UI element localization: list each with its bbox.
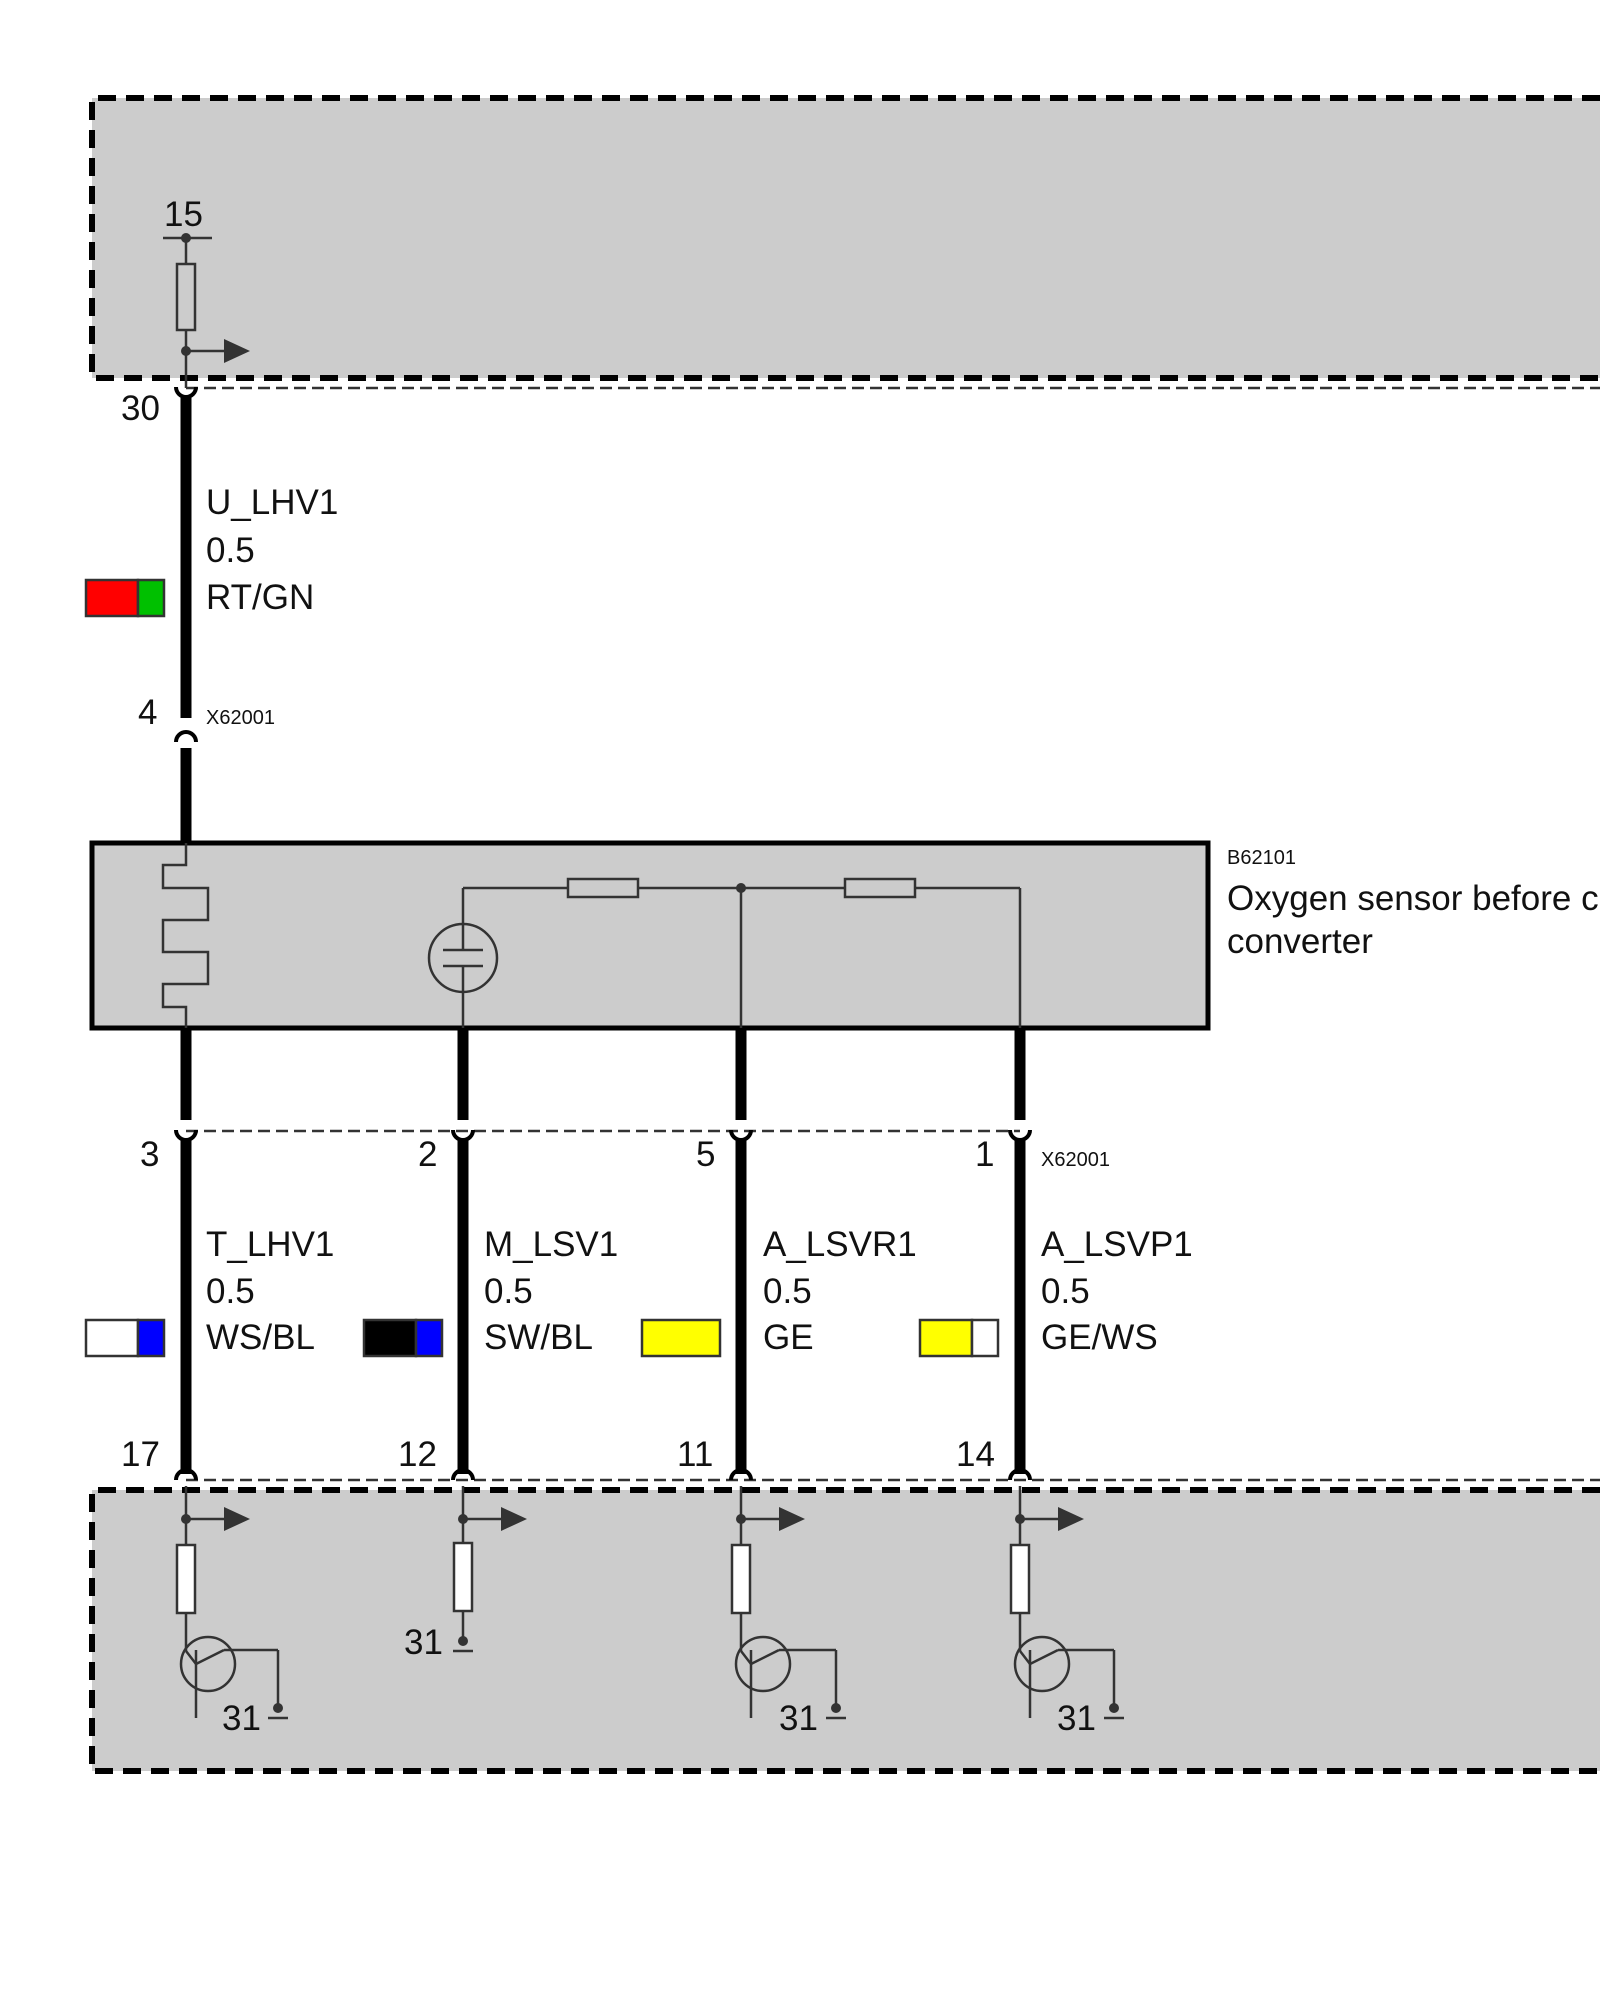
sensor-name-line2: converter [1227, 922, 1373, 961]
wire-t-lhv1-color-swatch [84, 1318, 166, 1358]
heater-element [161, 843, 210, 1028]
wire-a-lsvr1-size: 0.5 [763, 1272, 812, 1311]
pin-30-label: 30 [121, 389, 160, 428]
input-stage-pin-17 [175, 1486, 288, 1720]
bottom-control-module [92, 1490, 1600, 1771]
pin-17-label: 17 [121, 1435, 160, 1474]
wire-u-lhv1-color-swatch [84, 578, 166, 618]
pin-4-label: 4 [138, 693, 157, 732]
wire-u-lhv1-signal: U_LHV1 [206, 483, 338, 522]
top-module-internal-circuit [163, 233, 250, 388]
wire-m-lsv1-size: 0.5 [484, 1272, 533, 1311]
wire-a-lsvp1-size: 0.5 [1041, 1272, 1090, 1311]
pin-14-label: 14 [956, 1435, 995, 1474]
wire-t-lhv1-size: 0.5 [206, 1272, 255, 1311]
input-stage-pin-14 [1009, 1486, 1124, 1720]
lower-wires [180, 1138, 1026, 1474]
connector-x62001-upper-label: X62001 [206, 707, 275, 729]
input-stage-pin-11 [730, 1486, 846, 1720]
pin-2-label: 2 [418, 1135, 437, 1174]
terminal-15-label: 15 [164, 195, 203, 234]
ground-31-label-4: 31 [1057, 1699, 1096, 1738]
connector-x62001-lower-label: X62001 [1041, 1149, 1110, 1171]
sensor-internal-network [461, 877, 1022, 1028]
wire-a-lsvr1-color-code: GE [763, 1318, 814, 1357]
oxygen-sensor-box [89, 840, 1211, 1031]
wire-m-lsv1-color-code: SW/BL [484, 1318, 593, 1357]
pin-3-label: 3 [140, 1135, 159, 1174]
wire-m-lsv1-signal: M_LSV1 [484, 1225, 618, 1264]
wire-t-lhv1-color-code: WS/BL [206, 1318, 315, 1357]
ground-31-label-3: 31 [779, 1699, 818, 1738]
bottom-connector-sockets [174, 1468, 1032, 1481]
pin-12-label: 12 [398, 1435, 437, 1474]
pin-5-label: 5 [696, 1135, 715, 1174]
wire-u-lhv1-size: 0.5 [206, 531, 255, 570]
wire-t-lhv1-signal: T_LHV1 [206, 1225, 334, 1264]
pin-1-label: 1 [975, 1135, 994, 1174]
wire-a-lsvr1-signal: A_LSVR1 [763, 1225, 917, 1264]
sensor-leads [180, 1028, 1026, 1120]
input-stage-pin-12 [452, 1486, 527, 1653]
sensor-name-line1: Oxygen sensor before c [1227, 879, 1599, 918]
sensor-cell-symbol [427, 922, 499, 1028]
wire-a-lsvr1-color-swatch [640, 1318, 722, 1358]
ground-31-label-1: 31 [222, 1699, 261, 1738]
wire-a-lsvp1-signal: A_LSVP1 [1041, 1225, 1193, 1264]
ground-31-label-2: 31 [404, 1623, 443, 1662]
wire-m-lsv1-color-swatch [362, 1318, 444, 1358]
wire-a-lsvp1-color-code: GE/WS [1041, 1318, 1158, 1357]
pin-11-label: 11 [677, 1435, 713, 1474]
pin-4-socket [174, 730, 198, 743]
sensor-id-label: B62101 [1227, 847, 1296, 869]
wire-u-lhv1-color-code: RT/GN [206, 578, 314, 617]
top-control-module [92, 98, 1600, 378]
wire-a-lsvp1-color-swatch [918, 1318, 1000, 1358]
